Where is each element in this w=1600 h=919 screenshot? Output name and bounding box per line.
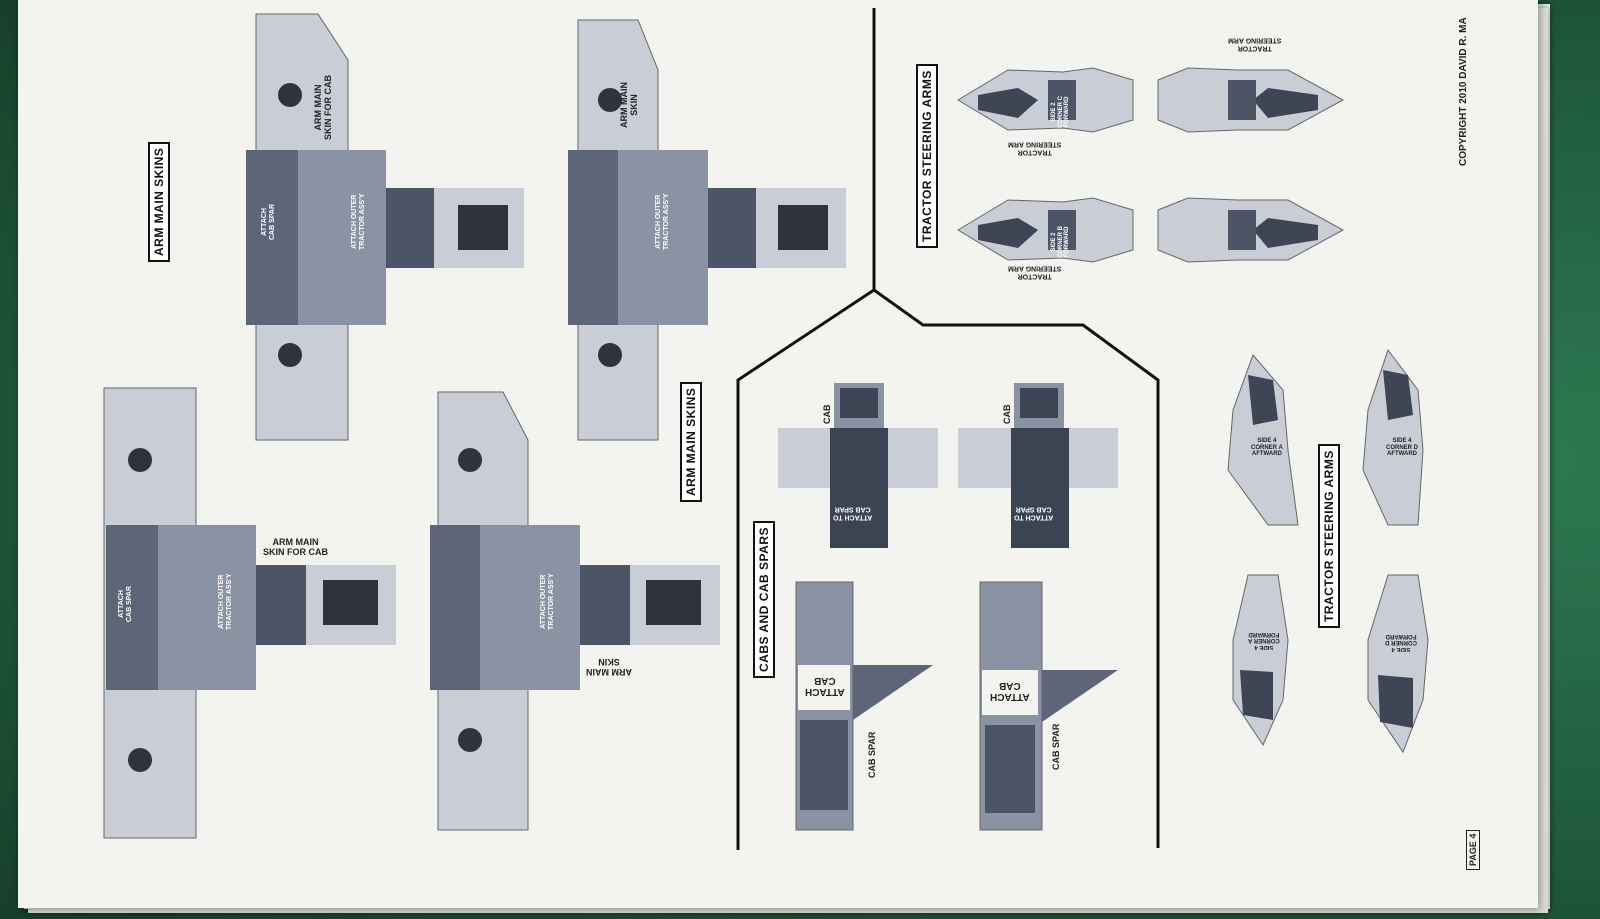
label-attach-to-cab-spar-left: ATTACH TO CAB SPAR	[833, 505, 873, 521]
tractor-steering-arm-5	[1227, 354, 1299, 526]
tractor-steering-arm-6	[1362, 348, 1424, 526]
arm-main-skin-cab-top	[246, 13, 524, 441]
section-label-tractor-steering-arms-bottom: TRACTOR STEERING ARMS	[1318, 444, 1340, 628]
cab-part-left	[778, 383, 938, 548]
cab-spar-right	[979, 581, 1118, 831]
copyright-text: COPYRIGHT 2010 DAVID R. MA	[1458, 17, 1469, 166]
label-arm-main-skin-top: ARM MAIN SKIN	[619, 82, 639, 128]
label-cab-left: CAB	[822, 404, 832, 425]
arm-main-skin-top	[568, 19, 846, 441]
label-side-4-corner-d-aftward: SIDE 4 CORNER D AFTWARD	[1386, 438, 1419, 458]
label-attach-outer-tractor-bottom-right: ATTACH OUTER TRACTOR ASS'Y	[540, 573, 555, 630]
label-side-2-corner-b-forward: SIDE 2 CORNER B FORWARD	[1051, 225, 1071, 258]
label-tractor-steering-arm-2: TRACTOR STEERING ARM	[1228, 36, 1282, 52]
label-cab-spar-left: CAB SPAR	[867, 731, 877, 778]
section-label-cabs-and-cab-spars: CABS AND CAB SPARS	[753, 520, 775, 678]
divider-line-left	[736, 8, 876, 850]
sheet-artwork	[103, 8, 1429, 850]
label-cab-spar-right: CAB SPAR	[1051, 723, 1061, 770]
cab-part-right	[958, 383, 1118, 548]
label-cab-right: CAB	[1002, 404, 1012, 425]
label-side-4-corner-a-forward: SIDE 4 CORNER A FORWARD	[1248, 630, 1280, 650]
tractor-steering-arm-1	[957, 67, 1134, 133]
label-side-4-corner-d-forward: SIDE 4 CORNER D FORWARD	[1385, 632, 1418, 652]
label-side-4-corner-a-aftward: SIDE 4 CORNER A AFTWARD	[1251, 438, 1283, 458]
label-attach-outer-tractor-bottom: ATTACH OUTER TRACTOR ASS'Y	[218, 573, 233, 630]
tractor-steering-arm-4	[1157, 197, 1345, 263]
section-label-arm-main-skins-top: ARM MAIN SKINS	[148, 141, 170, 262]
label-attach-outer-tractor-top: ATTACH OUTER TRACTOR ASS'Y	[351, 193, 366, 250]
tractor-steering-arm-7	[1232, 574, 1289, 747]
divider-line-right	[873, 288, 1160, 848]
label-tractor-steering-arm-1: TRACTOR STEERING ARM	[1008, 140, 1062, 156]
label-attach-cab-right: ATTACH CAB	[990, 680, 1030, 702]
label-attach-cab-spar-top: ATTACH CAB SPAR	[261, 203, 276, 240]
label-side-2-corner-c-forward: SIDE 2 CORNER C FORWARD	[1051, 95, 1071, 128]
parts-sheet: ARM MAIN SKINS ARM MAIN SKINS CABS AND C…	[18, 0, 1538, 908]
tractor-steering-arm-3	[957, 197, 1134, 263]
label-arm-main-skin-bottom: ARM MAIN SKIN	[586, 656, 632, 677]
section-label-arm-main-skins-middle: ARM MAIN SKINS	[680, 381, 702, 502]
tractor-steering-arm-2	[1157, 67, 1345, 133]
page-number: PAGE 4	[1466, 829, 1480, 870]
section-label-tractor-steering-arms-top: TRACTOR STEERING ARMS	[916, 64, 938, 248]
arm-main-skin-bottom	[430, 391, 720, 831]
label-attach-cab-left: ATTACH CAB	[805, 675, 845, 697]
arm-main-skin-cab-bottom	[103, 387, 396, 839]
label-arm-main-skin-for-cab-top: ARM MAIN SKIN FOR CAB	[313, 75, 333, 140]
cab-spar-left	[795, 581, 933, 831]
label-arm-main-skin-for-cab-bottom: ARM MAIN SKIN FOR CAB	[263, 537, 328, 557]
tractor-steering-arm-8	[1367, 574, 1429, 754]
label-attach-outer-tractor-top-right: ATTACH OUTER TRACTOR ASS'Y	[655, 193, 670, 250]
label-attach-to-cab-spar-right: ATTACH TO CAB SPAR	[1014, 505, 1054, 521]
label-tractor-steering-arm-3: TRACTOR STEERING ARM	[1008, 264, 1062, 280]
label-attach-cab-spar-bottom: ATTACH CAB SPAR	[118, 585, 133, 622]
